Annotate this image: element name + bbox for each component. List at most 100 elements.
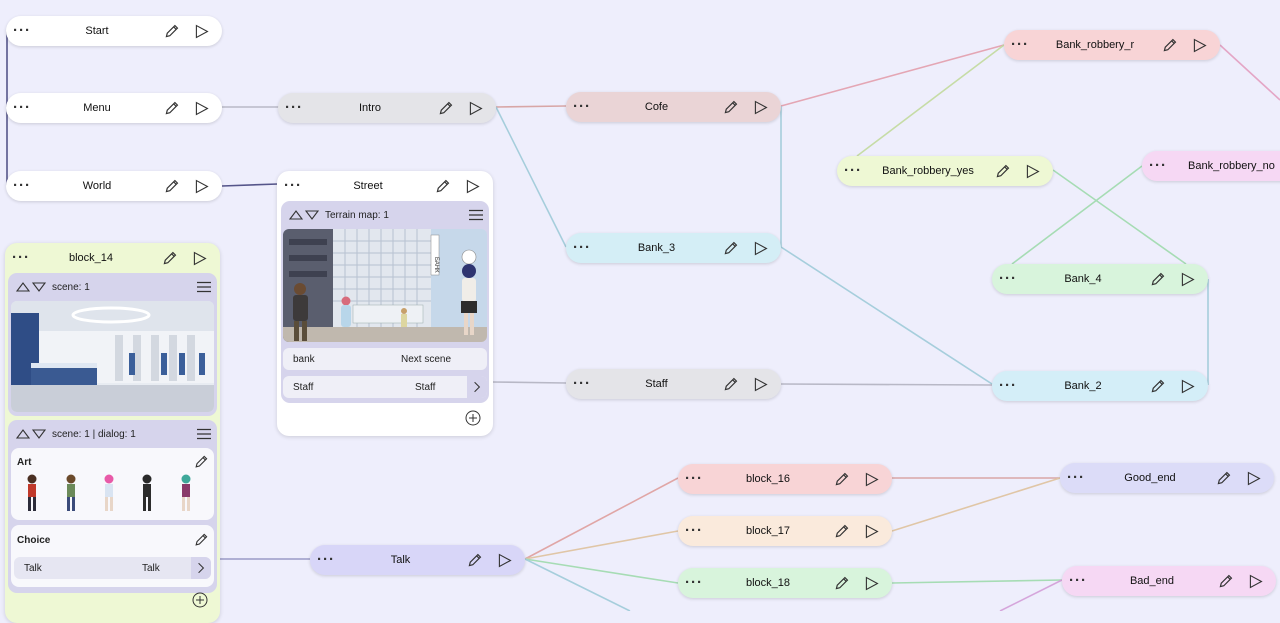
dots-menu-icon[interactable]: ··· <box>12 249 30 266</box>
bank-sign: БАНК <box>433 257 439 273</box>
plus-circle-icon[interactable] <box>465 410 481 429</box>
node-street-expanded[interactable]: ··· Street Terrain map: 1 <box>277 171 493 436</box>
pencil-icon[interactable] <box>193 532 209 551</box>
play-icon[interactable] <box>1017 156 1047 186</box>
play-icon[interactable] <box>186 93 216 123</box>
play-icon[interactable] <box>745 233 775 263</box>
pencil-icon[interactable] <box>156 16 186 46</box>
dots-menu-icon[interactable]: ··· <box>685 470 703 487</box>
play-icon[interactable] <box>1238 463 1268 493</box>
play-icon[interactable] <box>460 93 490 123</box>
node-label: Staff <box>645 378 668 390</box>
chevron-right-icon[interactable] <box>191 557 211 579</box>
node-world[interactable]: ··· World <box>6 171 222 201</box>
node-bank-4[interactable]: ··· Bank_4 <box>992 264 1208 294</box>
play-icon[interactable] <box>184 243 214 273</box>
dots-menu-icon[interactable]: ··· <box>685 574 703 591</box>
node-start[interactable]: ··· Start <box>6 16 222 46</box>
pencil-icon[interactable] <box>1210 566 1240 596</box>
pencil-icon[interactable] <box>1142 264 1172 294</box>
node-bank-robbery-no[interactable]: ··· Bank_robbery_no <box>1142 151 1280 181</box>
pencil-icon[interactable] <box>826 568 856 598</box>
hamburger-icon[interactable] <box>191 281 217 293</box>
hamburger-icon[interactable] <box>463 209 489 221</box>
node-good-end[interactable]: ··· Good_end <box>1060 463 1274 493</box>
play-icon[interactable] <box>186 171 216 201</box>
plus-circle-icon[interactable] <box>192 592 208 611</box>
node-bad-end[interactable]: ··· Bad_end <box>1062 566 1276 596</box>
play-icon[interactable] <box>1172 371 1202 401</box>
down-triangle-icon[interactable] <box>32 428 46 440</box>
choice-row-talk[interactable]: Talk Talk <box>14 557 211 579</box>
dots-menu-icon[interactable]: ··· <box>685 522 703 539</box>
node-talk[interactable]: ··· Talk <box>310 545 525 575</box>
dots-menu-icon[interactable]: ··· <box>573 375 591 392</box>
pencil-icon[interactable] <box>715 369 745 399</box>
pencil-icon[interactable] <box>193 454 209 473</box>
dots-menu-icon[interactable]: ··· <box>999 270 1017 287</box>
dots-menu-icon[interactable]: ··· <box>13 99 31 116</box>
node-label: Cofe <box>644 101 669 113</box>
chevron-right-icon[interactable] <box>467 376 487 398</box>
node-menu[interactable]: ··· Menu <box>6 93 222 123</box>
play-icon[interactable] <box>1172 264 1202 294</box>
play-icon[interactable] <box>1240 566 1270 596</box>
dots-menu-icon[interactable]: ··· <box>573 239 591 256</box>
pencil-icon[interactable] <box>1208 463 1238 493</box>
play-icon[interactable] <box>745 92 775 122</box>
dots-menu-icon[interactable]: ··· <box>317 551 335 568</box>
up-triangle-icon[interactable] <box>16 428 30 440</box>
pencil-icon[interactable] <box>715 233 745 263</box>
play-icon[interactable] <box>856 464 886 494</box>
pencil-icon[interactable] <box>156 171 186 201</box>
node-cofe[interactable]: ··· Cofe <box>566 92 781 122</box>
dots-menu-icon[interactable]: ··· <box>1149 157 1167 174</box>
pencil-icon[interactable] <box>156 93 186 123</box>
dots-menu-icon[interactable]: ··· <box>285 99 303 116</box>
pencil-icon[interactable] <box>826 464 856 494</box>
node-staff[interactable]: ··· Staff <box>566 369 781 399</box>
pencil-icon[interactable] <box>154 243 184 273</box>
pencil-icon[interactable] <box>427 171 457 201</box>
node-intro[interactable]: ··· Intro <box>278 93 496 123</box>
play-icon[interactable] <box>186 16 216 46</box>
pencil-icon[interactable] <box>430 93 460 123</box>
dots-menu-icon[interactable]: ··· <box>999 377 1017 394</box>
dots-menu-icon[interactable]: ··· <box>13 22 31 39</box>
node-bank-robbery-r[interactable]: ··· Bank_robbery_r <box>1004 30 1220 60</box>
node-block-17[interactable]: ··· block_17 <box>678 516 892 546</box>
dots-menu-icon[interactable]: ··· <box>284 177 302 194</box>
up-triangle-icon[interactable] <box>16 281 30 293</box>
node-bank-3[interactable]: ··· Bank_3 <box>566 233 781 263</box>
pencil-icon[interactable] <box>1154 30 1184 60</box>
dots-menu-icon[interactable]: ··· <box>844 162 862 179</box>
dots-menu-icon[interactable]: ··· <box>573 98 591 115</box>
node-block-18[interactable]: ··· block_18 <box>678 568 892 598</box>
play-icon[interactable] <box>489 545 519 575</box>
dots-menu-icon[interactable]: ··· <box>1067 469 1085 486</box>
dots-menu-icon[interactable]: ··· <box>1011 36 1029 53</box>
dots-menu-icon[interactable]: ··· <box>1069 572 1087 589</box>
dots-menu-icon[interactable]: ··· <box>13 177 31 194</box>
pencil-icon[interactable] <box>715 92 745 122</box>
node-bank-robbery-yes[interactable]: ··· Bank_robbery_yes <box>837 156 1053 186</box>
pencil-icon[interactable] <box>987 156 1017 186</box>
node-block-16[interactable]: ··· block_16 <box>678 464 892 494</box>
up-triangle-icon[interactable] <box>289 209 303 221</box>
pencil-icon[interactable] <box>459 545 489 575</box>
node-label: Bank_robbery_no <box>1188 160 1275 172</box>
pencil-icon[interactable] <box>826 516 856 546</box>
down-triangle-icon[interactable] <box>32 281 46 293</box>
pencil-icon[interactable] <box>1142 371 1172 401</box>
node-block-14-expanded[interactable]: ··· block_14 scene: 1 <box>5 243 220 623</box>
play-icon[interactable] <box>1184 30 1214 60</box>
play-icon[interactable] <box>745 369 775 399</box>
transition-row-bank[interactable]: bank Next scene <box>283 348 487 370</box>
transition-row-staff[interactable]: Staff Staff <box>283 376 487 398</box>
hamburger-icon[interactable] <box>191 428 217 440</box>
play-icon[interactable] <box>457 171 487 201</box>
play-icon[interactable] <box>856 568 886 598</box>
down-triangle-icon[interactable] <box>305 209 319 221</box>
node-bank-2[interactable]: ··· Bank_2 <box>992 371 1208 401</box>
play-icon[interactable] <box>856 516 886 546</box>
